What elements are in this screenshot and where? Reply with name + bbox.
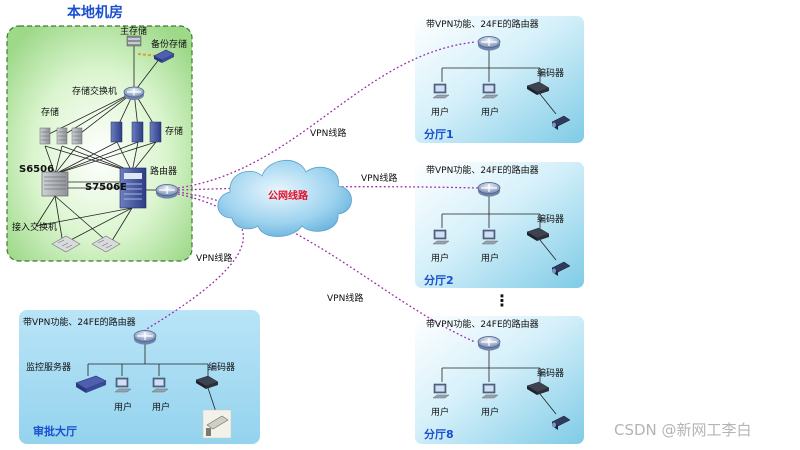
primary-storage-icon (126, 35, 142, 47)
storage-switch-label: 存储交换机 (72, 87, 118, 97)
branch-2-router-icon (477, 182, 501, 197)
branch-2-user-label-1: 用户 (431, 254, 450, 264)
approval-router-label: 带VPN功能、24FE的路由器 (23, 318, 136, 328)
approval-user-pc-2-icon (151, 377, 169, 393)
s6506-label: S6506 (19, 164, 55, 175)
branch-8-box (415, 316, 584, 444)
storage-array-left-icon (39, 127, 83, 145)
branch-3-name: 分厅8 (424, 428, 454, 441)
approval-hall-box (19, 310, 260, 444)
approval-user-pc-1-icon (114, 377, 132, 393)
s6506-switch-icon (41, 171, 69, 197)
access-switch-icon (51, 235, 121, 253)
datacenter-title: 本地机房 (67, 5, 123, 21)
s7506e-label: S7506E (85, 182, 127, 193)
branch-2-encoder-label: 编码器 (537, 215, 565, 225)
storage-switch-icon (123, 86, 145, 100)
ellipsis-more-branches: ⋮ (494, 291, 510, 310)
storage-right-label: 存储 (165, 127, 184, 137)
wan-label: 公网线路 (268, 191, 308, 202)
branch-3-user-pc-1-icon (432, 383, 450, 399)
branch-1-name: 分厅1 (424, 128, 454, 141)
branch-3-camera-icon (551, 415, 571, 430)
monitor-server-label: 监控服务器 (26, 363, 72, 373)
branch-1-router-label: 带VPN功能、24FE的路由器 (426, 20, 539, 30)
datacenter-router-icon (155, 184, 179, 199)
datacenter-router-label: 路由器 (150, 167, 178, 177)
branch-1-network (441, 46, 557, 115)
branch-3-router-icon (477, 336, 501, 351)
branch-3-encoder-label: 编码器 (537, 369, 565, 379)
vpn-label-branch-8: VPN线路 (327, 294, 364, 304)
branch-2-encoder-icon (526, 227, 550, 241)
s7506e-switch-icon (119, 167, 147, 209)
approval-camera-icon (202, 409, 232, 439)
storage-array-right-icon (110, 121, 162, 143)
branch-2-user-label-2: 用户 (481, 254, 500, 264)
branch-2-router-label: 带VPN功能、24FE的路由器 (426, 166, 539, 176)
branch-2-name: 分厅2 (424, 274, 454, 287)
vpn-line-branch-2 (177, 186, 479, 191)
branch-devices (75, 36, 571, 439)
branch-1-user-pc-2-icon (481, 83, 499, 99)
vpn-line-branch-1 (177, 41, 476, 189)
branch-1-user-label-2: 用户 (481, 108, 500, 118)
branch-3-network (441, 346, 557, 415)
vpn-label-approval: VPN线路 (196, 254, 233, 264)
approval-user-label-2: 用户 (152, 403, 171, 413)
approval-router-icon (133, 330, 157, 345)
vpn-label-branch-1: VPN线路 (310, 129, 347, 139)
datacenter-group (6, 25, 193, 262)
branch-1-user-label-1: 用户 (431, 108, 450, 118)
approval-hall-name: 审批大厅 (33, 425, 77, 438)
branch-3-encoder-icon (526, 381, 550, 395)
primary-storage-label: 主存储 (120, 27, 148, 37)
branch-2-network (441, 192, 557, 261)
vpn-label-branch-2: VPN线路 (361, 174, 398, 184)
monitor-server-icon (75, 375, 107, 393)
branch-1-router-icon (477, 36, 501, 51)
approval-hall-network (87, 342, 217, 413)
branch-1-encoder-label: 编码器 (537, 69, 565, 79)
approval-encoder-icon (195, 375, 219, 389)
storage-left-label: 存储 (41, 108, 60, 118)
branch-2-box (415, 162, 584, 288)
branch-2-user-pc-1-icon (432, 229, 450, 245)
backup-storage-label: 备份存储 (151, 40, 188, 50)
watermark: CSDN @新网工李白 (614, 421, 752, 439)
branch-3-router-label: 带VPN功能、24FE的路由器 (426, 320, 539, 330)
branch-2-camera-icon (551, 261, 571, 276)
branch-1-box (415, 16, 584, 143)
branch-3-user-label-1: 用户 (431, 408, 450, 418)
approval-encoder-label: 编码器 (208, 363, 236, 373)
approval-user-label-1: 用户 (114, 403, 133, 413)
branch-2-user-pc-2-icon (481, 229, 499, 245)
backup-storage-icon (153, 49, 175, 63)
branch-1-camera-icon (551, 115, 571, 130)
access-switch-label: 接入交换机 (12, 223, 58, 233)
branch-3-user-pc-2-icon (481, 383, 499, 399)
public-network-cloud-icon (217, 159, 352, 237)
vpn-line-approval (144, 193, 244, 331)
branch-1-encoder-icon (526, 81, 550, 95)
branch-1-user-pc-1-icon (432, 83, 450, 99)
branch-3-user-label-2: 用户 (481, 408, 500, 418)
